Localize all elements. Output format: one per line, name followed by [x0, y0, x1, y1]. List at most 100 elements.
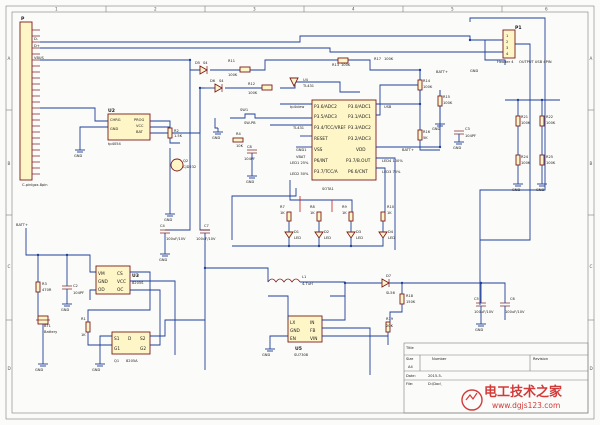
net-d-plus: D+: [34, 44, 40, 48]
mcu-net-l5: VBAT: [296, 155, 306, 159]
mcu-pin-r6: P3.7/B.OUT: [346, 158, 371, 164]
gnd-12: GND: [92, 360, 105, 372]
revision-label: Revision: [533, 357, 548, 361]
r18-value: 150K: [406, 300, 416, 304]
watermark: 电工技术之家 www.dgjs123.com: [461, 384, 563, 411]
mcu-pin-r2: P3.1/ADC1: [348, 114, 371, 120]
r2-value: 1.5K: [174, 134, 183, 138]
ruler-left: A B C D A B C D: [8, 56, 593, 371]
r12-body: [261, 84, 273, 91]
r10-ref: R10: [387, 205, 395, 209]
r1-ref: R1: [81, 317, 86, 321]
r14-body: [417, 79, 423, 91]
r12-ref: R12: [248, 82, 255, 86]
r24-ref: R24: [521, 155, 529, 159]
q1-pin-g1: G1: [114, 346, 120, 352]
u5-pin-r2: FB: [310, 328, 315, 334]
gnd-1: GND: [74, 145, 85, 158]
r17-value: 100K: [384, 57, 394, 61]
q1-part: 8205A: [126, 359, 138, 363]
mcu-net-l7: LED2 50%: [290, 172, 309, 176]
svg-text:GND: GND: [61, 308, 69, 312]
ruler-row-b-right: B: [590, 161, 593, 166]
q1-ref: Q1: [114, 359, 119, 363]
r22-body: [539, 115, 545, 127]
r16-value: 5K: [423, 136, 428, 140]
p1-ref: P1: [515, 25, 522, 31]
ruler-col-1: 1: [55, 7, 58, 12]
r11-body: [239, 66, 251, 73]
file-value: D:\Doc\: [428, 382, 442, 386]
r15-value: 100K: [443, 101, 453, 105]
p1-name: Header 4: [497, 60, 514, 64]
gnd-14: GND: [475, 320, 486, 332]
r1-value: 1K: [81, 333, 86, 337]
r12-value: 100K: [248, 91, 258, 95]
gnd-7: GND: [453, 134, 464, 150]
r21-body: [515, 115, 521, 127]
r24-body: [515, 154, 521, 166]
u2-part: tp4054: [108, 142, 122, 146]
number-label: Number: [432, 357, 447, 361]
r25-value: 100K: [546, 161, 556, 165]
mcu-net-r7: LED3 75%: [382, 170, 401, 174]
u5-pin-l3: EN: [290, 336, 296, 342]
d3-value: LED: [356, 236, 363, 240]
mcu-pin-l2: P3.5/ADC3: [314, 114, 337, 120]
r11-ref: R11: [228, 59, 235, 63]
svg-text:GND: GND: [246, 180, 254, 184]
d5-ref: D5: [195, 61, 200, 65]
r15-body: [437, 95, 443, 107]
d2-value: LED: [324, 236, 331, 240]
svg-text:GND: GND: [453, 146, 461, 150]
r9-body: [348, 211, 354, 222]
r24-value: 100K: [521, 161, 531, 165]
ruler-top: 1 2 3 4 5 6: [55, 7, 548, 12]
u3-pin-l2: GND: [98, 279, 109, 285]
r3-body: [35, 281, 41, 293]
u3-pin-l1: VM: [98, 271, 105, 277]
mcu-pin-r1: P3.0/ADC1: [348, 104, 371, 110]
ruler-row-a: A: [8, 56, 11, 61]
d1-ref: D1: [294, 230, 299, 234]
c8-ref: C8: [247, 145, 253, 149]
r25-body: [539, 154, 545, 166]
r13-value: 100K: [341, 63, 351, 67]
u3-ref: U3: [132, 273, 139, 279]
c5-value: 100uF/10V: [474, 310, 494, 314]
u5-pin-r1: IN: [310, 320, 314, 326]
u5-ref: U5: [295, 346, 302, 352]
ruler-row-a-right: A: [590, 56, 593, 61]
q1-pin-d: D: [128, 336, 132, 342]
svg-text:GND: GND: [164, 218, 172, 222]
mcu-net-l6: LED1 25%: [290, 161, 309, 165]
d4-ref: D4: [388, 230, 394, 234]
size-value: A4: [408, 365, 413, 369]
net-vbus: VBUS: [34, 56, 45, 60]
mcu-pin-l5: VSS: [314, 147, 323, 153]
c6-ref: C6: [510, 297, 516, 301]
r13-ref: R13: [332, 63, 339, 67]
connector-name: C-pinlgzz-8pin: [22, 183, 48, 187]
file-label: File:: [406, 382, 413, 386]
q1-pin-s2: S2: [140, 336, 146, 342]
ground-symbols: GND GND GND GND GND GND GND GND GND GND …: [35, 120, 547, 372]
mcu-u1: P3.6/ADC2 P3.5/ADC3 P3.4/TCC/VREF RESET …: [231, 84, 441, 250]
input-diodes-section: D5 S4 D6 S4 R11 100K R12 100K U4 TL431 R…: [195, 57, 394, 172]
r22-value: 100K: [546, 121, 556, 125]
ruler-row-c: C: [8, 264, 11, 269]
junctions: [36, 38, 544, 285]
u2-pin-gnd: GND: [110, 127, 118, 131]
gnd-3: GND: [212, 128, 223, 140]
right-divider-network: BATT+ R14 100K R15 100K R16 5K C3 104PF …: [417, 70, 560, 180]
r21-value: 100K: [521, 121, 531, 125]
r18-body: [399, 293, 405, 305]
gnd-11: GND: [35, 360, 48, 372]
mcu-pin-r7: P6.6/CNT: [348, 169, 368, 175]
r10-value: 1K: [387, 211, 392, 215]
u2-pin-chrg: CHRG: [110, 118, 121, 122]
connector-ref: P: [21, 16, 25, 22]
p1-pin-3: 3: [506, 46, 508, 50]
u2-pin-prog: PROG: [134, 118, 144, 122]
